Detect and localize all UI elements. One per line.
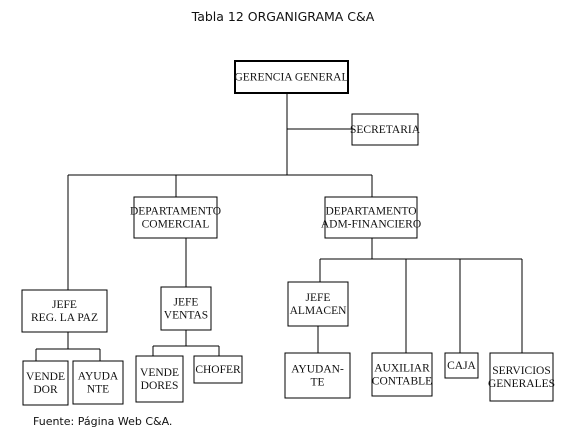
node-vendedor-label-line: VENDE (26, 371, 65, 383)
node-chofer-label-line: CHOFER (195, 364, 241, 376)
node-chofer-box (193, 355, 243, 384)
node-secretaria: SECRETARIA (350, 113, 421, 146)
node-vendedores-label-line: VENDE (140, 367, 179, 379)
node-servicios-generales-box (489, 352, 554, 402)
org-nodes: GERENCIA GENERALSECRETARIADEPARTAMENTOCO… (21, 60, 555, 406)
node-ayudante-la-paz-label-line: NTE (87, 384, 109, 396)
node-caja-label-line: CAJA (447, 360, 476, 372)
node-jefe-almacen-box (287, 281, 349, 327)
node-gerencia-general: GERENCIA GENERAL (234, 60, 349, 94)
node-jefe-almacen-label-line: ALMACEN (290, 305, 348, 317)
node-servicios-generales-label-line: GENERALES (488, 378, 555, 390)
node-servicios-generales-label-line: SERVICIOS (492, 365, 551, 377)
node-gerencia-general-label-line: GERENCIA GENERAL (234, 72, 348, 84)
node-secretaria-box (351, 113, 419, 146)
node-gerencia-general-box (234, 60, 349, 94)
node-ayudante-almacen-box (284, 352, 351, 399)
node-ayudante-la-paz-box (72, 360, 124, 405)
node-caja-box (444, 352, 479, 379)
node-jefe-ventas-label-line: VENTAS (164, 310, 208, 322)
node-departamento-comercial-label-line: DEPARTAMENTO (130, 206, 221, 218)
node-jefe-reg-la-paz-label-line: REG. LA PAZ (31, 312, 98, 324)
node-jefe-ventas-box (160, 286, 212, 331)
node-jefe-almacen-label-line: JEFE (306, 292, 331, 304)
node-jefe-reg-la-paz-label-line: JEFE (52, 299, 77, 311)
chart-title: Tabla 12 ORGANIGRAMA C&A (191, 9, 375, 24)
node-auxiliar-contable-box (371, 352, 433, 397)
node-auxiliar-contable-label-line: CONTABLE (372, 376, 432, 388)
connectors (35, 93, 523, 361)
node-departamento-adm-financiero-label-line: DEPARTAMENTO (325, 206, 416, 218)
node-vendedores-box (135, 355, 184, 403)
node-departamento-comercial-label-line: COMERCIAL (142, 219, 210, 231)
node-ayudante-almacen-label-line: AYUDAN- (291, 364, 344, 376)
node-jefe-ventas-label-line: JEFE (174, 297, 199, 309)
node-departamento-comercial-box (133, 196, 218, 239)
node-chofer: CHOFER (193, 355, 243, 384)
node-departamento-adm-financiero-label-line: ADM-FINANCIERO (321, 219, 421, 231)
node-vendedores-label-line: DORES (141, 380, 179, 392)
node-jefe-reg-la-paz-box (21, 289, 108, 333)
node-departamento-adm-financiero-box (324, 196, 418, 239)
node-auxiliar-contable-label-line: AUXILIAR (374, 363, 430, 375)
node-vendedor-label-line: DOR (33, 384, 58, 396)
source-caption: Fuente: Página Web C&A. (33, 415, 172, 428)
node-ayudante-almacen-label-line: TE (310, 377, 324, 389)
node-vendedor-box (22, 360, 69, 406)
node-ayudante-la-paz-label-line: AYUDA (78, 371, 119, 383)
node-secretaria-label-line: SECRETARIA (350, 124, 421, 136)
node-ayudante-almacen: AYUDAN-TE (284, 352, 351, 399)
node-caja: CAJA (444, 352, 479, 379)
